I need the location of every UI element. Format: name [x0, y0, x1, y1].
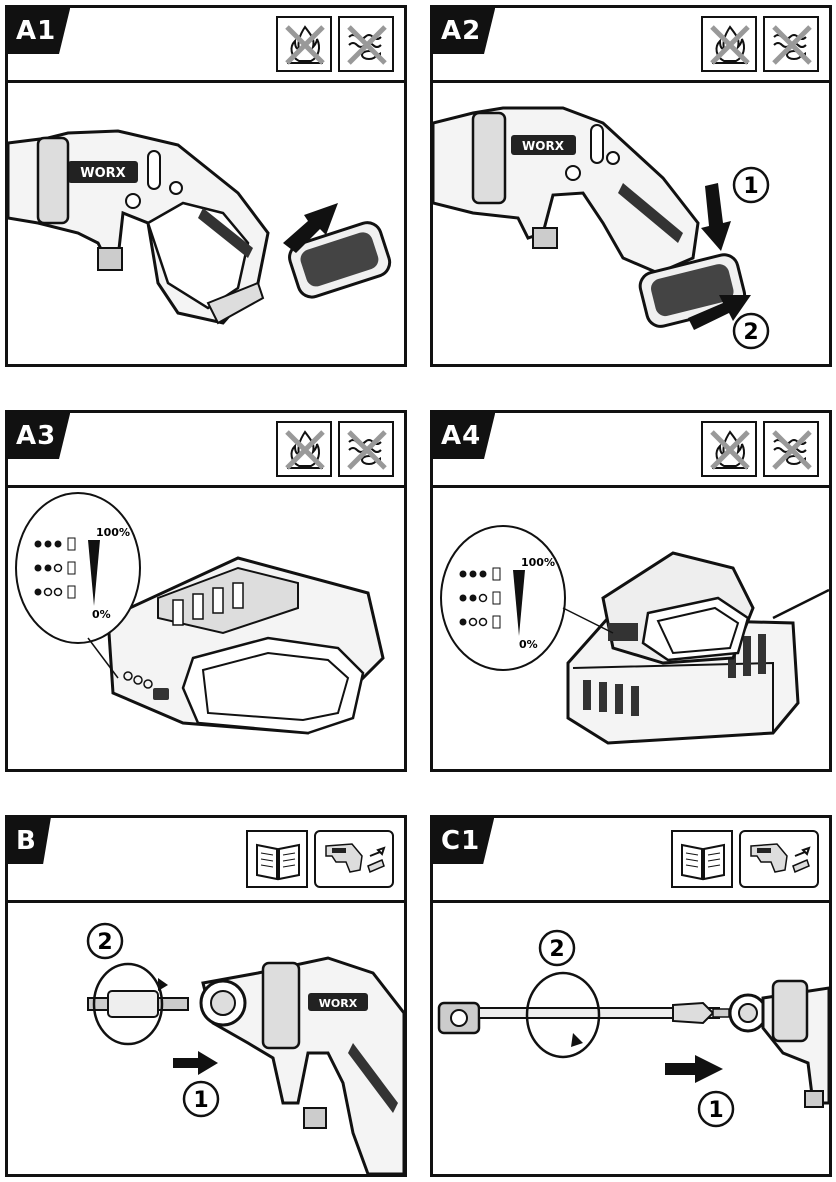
panel-c1: C1 2	[430, 815, 832, 1177]
panel-a4: A4	[430, 410, 832, 772]
panel-header: A2	[433, 8, 829, 83]
charge-indicator: 100% 0%	[459, 556, 555, 651]
no-fire-icon	[701, 421, 757, 477]
step-number: 1	[708, 1098, 723, 1123]
charge-full-label: 100%	[521, 556, 555, 569]
panel-a2: A2 WORX	[430, 5, 832, 367]
brand-logo: WORX	[319, 997, 358, 1010]
panel-header: A4	[433, 413, 829, 488]
illustration-battery-charge-check: 100% 0%	[8, 488, 404, 769]
illustration-insert-battery: WORX	[8, 83, 404, 364]
charge-indicator: 100% 0%	[34, 526, 130, 621]
illustration-attach-battery: WORX 1 2	[433, 83, 829, 364]
panel-label: A1	[8, 8, 71, 54]
step-number: 2	[549, 937, 564, 962]
charge-empty-label: 0%	[92, 608, 111, 621]
illustration-attach-nozzle: WORX 1 2	[8, 903, 404, 1174]
brand-logo: WORX	[522, 139, 565, 153]
step-number: 1	[743, 174, 758, 199]
panel-label: C1	[433, 818, 495, 864]
warning-icons	[276, 421, 394, 477]
no-water-icon	[338, 421, 394, 477]
panel-label: A2	[433, 8, 496, 54]
panel-label: B	[8, 818, 51, 864]
charge-full-label: 100%	[96, 526, 130, 539]
illustration-charger: 100% 0%	[433, 488, 829, 769]
info-icons	[671, 830, 819, 888]
panel-header: B	[8, 818, 404, 903]
no-fire-icon	[276, 421, 332, 477]
warning-icons	[701, 421, 819, 477]
no-fire-icon	[276, 16, 332, 72]
step-number: 1	[193, 1088, 208, 1113]
warning-icons	[701, 16, 819, 72]
panel-header: A1	[8, 8, 404, 83]
panel-label: A3	[8, 413, 71, 459]
panel-a1: A1 WORX	[5, 5, 407, 367]
warning-icons	[276, 16, 394, 72]
remove-battery-icon	[739, 830, 819, 888]
charge-empty-label: 0%	[519, 638, 538, 651]
remove-battery-icon	[314, 830, 394, 888]
step-number: 2	[743, 320, 758, 345]
no-water-icon	[763, 16, 819, 72]
manual-book-icon	[246, 830, 308, 888]
panel-header: C1	[433, 818, 829, 903]
no-fire-icon	[701, 16, 757, 72]
illustration-attach-lance: 2 1	[433, 903, 829, 1174]
panel-header: A3	[8, 413, 404, 488]
manual-book-icon	[671, 830, 733, 888]
panel-b: B WORX 1	[5, 815, 407, 1177]
info-icons	[246, 830, 394, 888]
step-number: 2	[97, 930, 112, 955]
panel-label: A4	[433, 413, 496, 459]
no-water-icon	[338, 16, 394, 72]
no-water-icon	[763, 421, 819, 477]
brand-logo: WORX	[80, 166, 125, 181]
panel-a3: A3	[5, 410, 407, 772]
